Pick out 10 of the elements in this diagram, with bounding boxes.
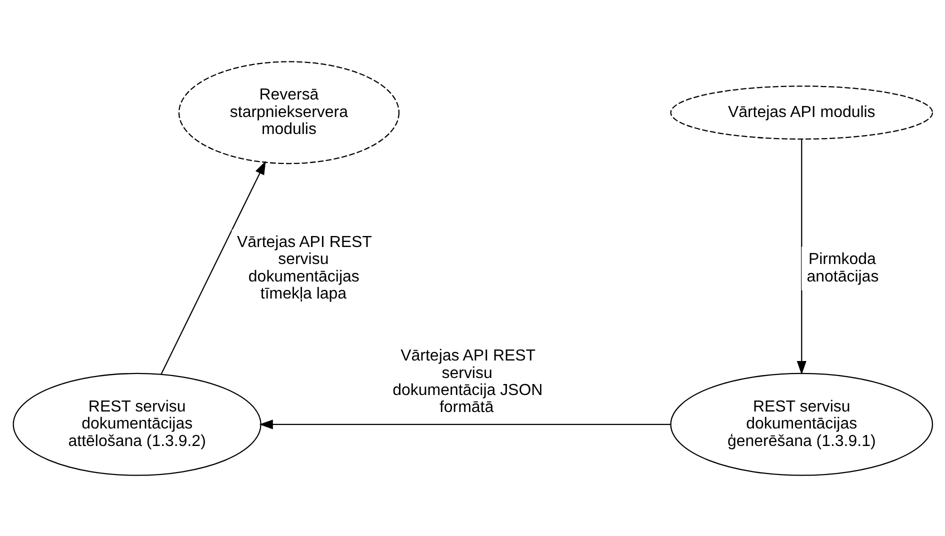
edge-label: Pirmkoda anotācijas bbox=[806, 250, 878, 285]
node-ellipse: Reversā starpniekservera modulis bbox=[178, 60, 400, 164]
arrow bbox=[796, 139, 806, 374]
node-ellipse: REST servisu dokumentācijas ģenerēšana (1.3.9.1) bbox=[670, 372, 933, 476]
node-ellipse: REST servisu dokumentācijas attēlošana (1.3.9.2) bbox=[12, 372, 261, 476]
arrow bbox=[160, 160, 266, 374]
edge-label: Vārtejas API REST servisu dokumentācija JSON formātā bbox=[392, 347, 542, 416]
edge-label: Vārtejas API REST servisu dokumentācijas tīmekļa lapa bbox=[236, 234, 372, 302]
arrow bbox=[258, 419, 670, 429]
node-ellipse: Vārtejas API modulis bbox=[670, 85, 933, 140]
